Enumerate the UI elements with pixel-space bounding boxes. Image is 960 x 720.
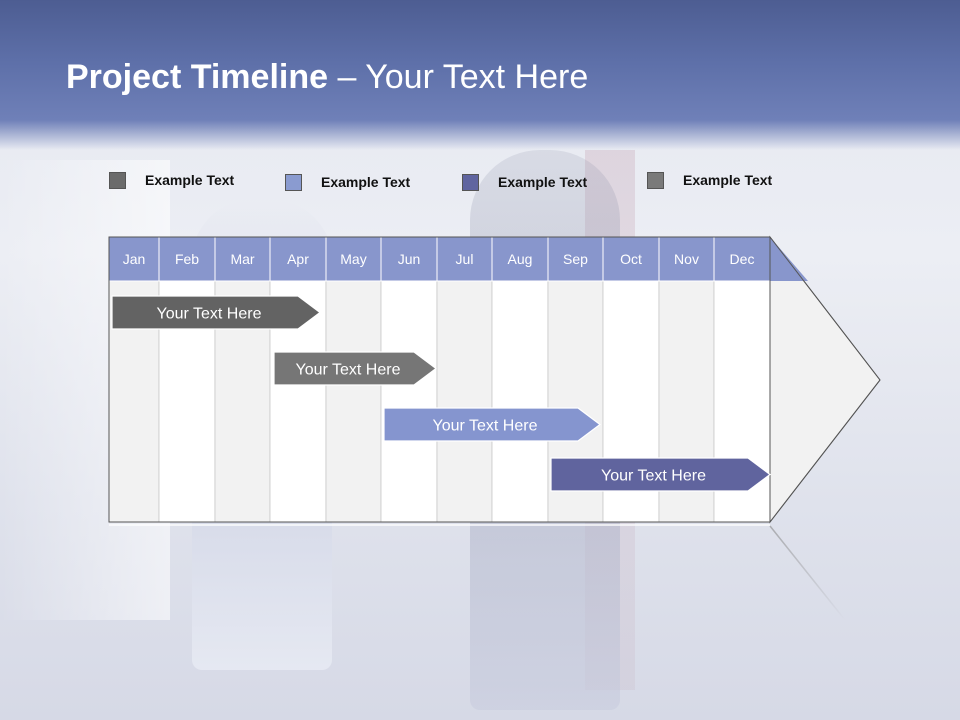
- month-label-jan: Jan: [123, 251, 146, 267]
- legend-label-4: Example Text: [683, 172, 773, 188]
- month-label-jun: Jun: [398, 251, 421, 267]
- month-header-may: [325, 236, 382, 282]
- task-bar-1: [111, 295, 321, 330]
- month-column-aug: [491, 280, 549, 523]
- page-title: Project Timeline – Your Text Here: [66, 58, 588, 97]
- month-label-aug: Aug: [508, 251, 533, 267]
- month-header-mar: [214, 236, 271, 282]
- month-header-nov: [658, 236, 715, 282]
- arrow-edge-top: [769, 236, 881, 381]
- month-label-oct: Oct: [620, 251, 642, 267]
- legend-item-4: Example Text: [647, 170, 772, 190]
- legend-label-2: Example Text: [321, 174, 411, 190]
- legend-label-3: Example Text: [498, 174, 588, 190]
- task-bar-label-4: Your Text Here: [601, 468, 706, 485]
- title-rest: – Your Text Here: [328, 58, 589, 96]
- month-header-feb: [158, 236, 216, 282]
- task-bar-2: [273, 351, 437, 386]
- month-header-oct: [602, 236, 660, 282]
- legend-item-1: Example Text: [109, 170, 234, 190]
- month-label-mar: Mar: [230, 251, 254, 267]
- title-bold: Project Timeline: [66, 58, 329, 96]
- month-header-sep: [547, 236, 604, 282]
- task-bar-label-2: Your Text Here: [296, 362, 401, 379]
- month-label-sep: Sep: [563, 251, 588, 267]
- month-header-dec: [713, 236, 771, 282]
- legend-swatch-4: [647, 171, 664, 189]
- task-bar-4: [550, 457, 771, 492]
- month-label-nov: Nov: [674, 251, 699, 267]
- month-header-aug: [491, 236, 549, 282]
- task-bar-label-3: Your Text Here: [433, 418, 538, 435]
- task-bar-label-1: Your Text Here: [157, 306, 262, 323]
- month-header-jun: [380, 236, 438, 282]
- month-column-may: [325, 280, 382, 523]
- month-label-jul: Jul: [456, 251, 474, 267]
- legend-swatch-2: [285, 173, 302, 191]
- month-label-apr: Apr: [287, 251, 309, 267]
- legend-swatch-1: [109, 171, 126, 189]
- month-label-feb: Feb: [175, 251, 199, 267]
- legend-item-3: Example Text: [462, 172, 587, 192]
- month-column-jul: [436, 280, 493, 523]
- legend-swatch-3: [462, 173, 479, 191]
- timeline-reflection: [108, 524, 846, 640]
- task-bar-3: [383, 407, 601, 442]
- month-label-dec: Dec: [730, 251, 755, 267]
- month-column-jun: [380, 280, 438, 523]
- legend-label-1: Example Text: [145, 172, 235, 188]
- month-label-may: May: [340, 251, 366, 267]
- month-headers: Jan Feb Mar Apr May Jun Jul Aug Sep Oct Nov Dec: [108, 236, 881, 523]
- arrow-edge-bottom: [769, 379, 881, 523]
- header-band: [0, 0, 960, 150]
- month-header-apr: [269, 236, 327, 282]
- arrow-head-header: [770, 237, 808, 281]
- legend-item-2: Example Text: [285, 172, 410, 192]
- timeline-frame-outline: [108, 236, 771, 523]
- reflection-arrow-edge: [769, 525, 846, 621]
